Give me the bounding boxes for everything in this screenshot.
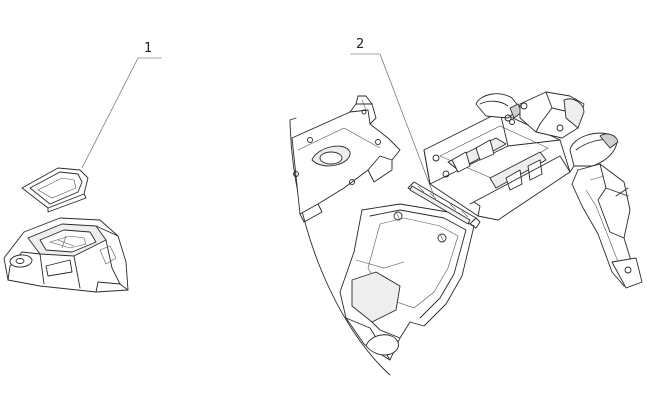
callout-1: 1 <box>81 41 162 169</box>
detail-bracket <box>291 95 401 223</box>
left-assembly: 1 <box>3 41 162 293</box>
detail-view-arc <box>289 119 391 376</box>
right-assembly: 2 <box>289 37 643 376</box>
reflector-housing <box>3 217 129 293</box>
part-1-reflector-lens <box>21 167 89 213</box>
callout-number: 1 <box>144 41 152 56</box>
callout-2: 2 <box>350 37 435 197</box>
license-plate-bracket <box>423 91 643 289</box>
part-2-lens-strip <box>407 181 481 229</box>
callout-number: 2 <box>356 37 364 52</box>
detail-lamp-housing <box>339 203 475 361</box>
